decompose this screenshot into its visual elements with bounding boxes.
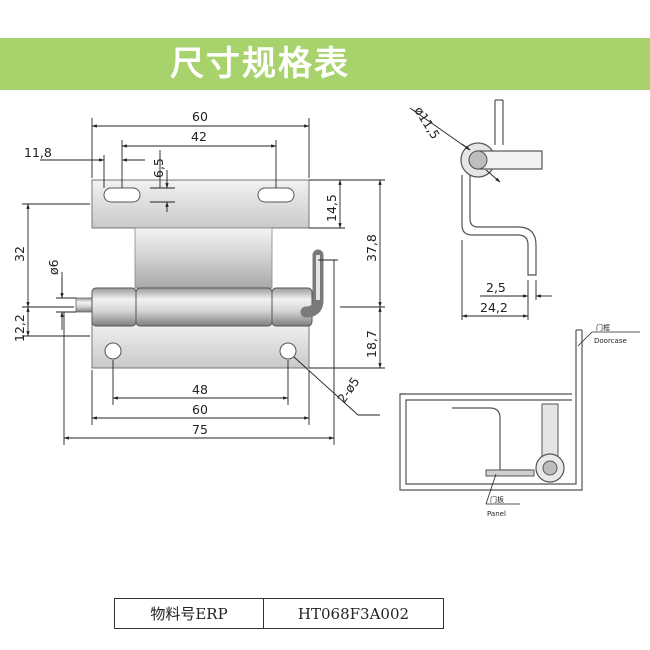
side-top-leaf	[477, 150, 543, 170]
dim-60-bottom: 60	[192, 402, 208, 417]
doorcase-label-cn: 门框	[596, 323, 610, 332]
dim-75: 75	[192, 422, 208, 437]
pin-spring	[75, 297, 95, 313]
front-view: 60 42 11,8 6,5 14,5 37,8 32 ø6 12,2 18,7…	[12, 109, 385, 445]
panel-plate	[485, 469, 535, 477]
dim-2-holes-5: 2-ø5	[334, 374, 362, 406]
dim-2-5: 2,5	[486, 280, 506, 295]
dim-11-8: 11,8	[24, 145, 52, 160]
erp-table: 物料号ERP HT068F3A002	[114, 598, 444, 629]
panel-label-cn: 门板	[490, 495, 504, 504]
title-banner: 尺寸规格表	[0, 38, 650, 90]
dim-pin-6: ø6	[46, 259, 61, 275]
erp-label: 物料号ERP	[115, 599, 264, 628]
barrel-middle	[135, 287, 273, 327]
hole-right	[279, 342, 297, 360]
barrel-left	[91, 287, 137, 327]
dim-37-8: 37,8	[364, 234, 379, 262]
slot-left	[103, 187, 141, 203]
install-view: 门框 Doorcase 门板 Panel	[399, 323, 640, 518]
dim-48: 48	[192, 382, 208, 397]
lower-leaf	[91, 321, 310, 369]
slot-right	[257, 187, 295, 203]
pin-handle	[300, 249, 324, 318]
dim-42: 42	[191, 129, 207, 144]
panel-label-en: Panel	[487, 510, 506, 518]
dim-24-2: 24,2	[480, 300, 508, 315]
dim-14-5: 14,5	[324, 194, 339, 222]
upper-leaf	[91, 179, 310, 229]
dim-6-5: 6,5	[151, 158, 166, 178]
upper-leaf-neck	[134, 227, 273, 289]
page-title: 尺寸规格表	[170, 44, 350, 84]
doorcase-label-en: Doorcase	[594, 337, 627, 345]
dim-12-2: 12,2	[12, 314, 27, 342]
dim-60-top: 60	[192, 109, 208, 124]
hole-left	[104, 342, 122, 360]
erp-value: HT068F3A002	[297, 604, 410, 623]
dim-32: 32	[12, 246, 27, 262]
dim-18-7: 18,7	[364, 330, 379, 358]
side-view: ø11,5 2,5 24,2	[409, 99, 552, 320]
dim-dia-11-5: ø11,5	[411, 104, 443, 142]
